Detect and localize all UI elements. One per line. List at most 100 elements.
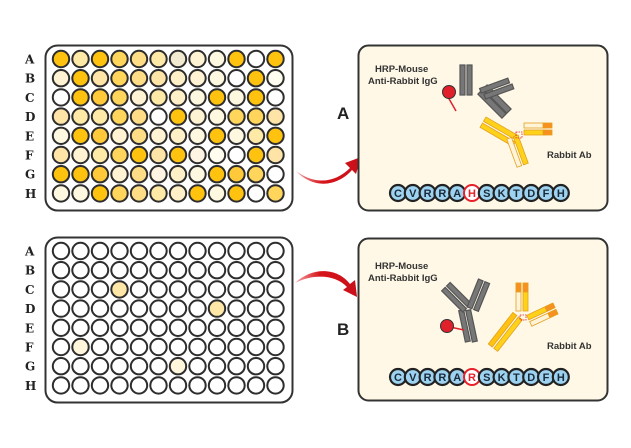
row-label: F (25, 149, 34, 163)
residue-bead: V (403, 367, 422, 387)
well (168, 376, 188, 395)
well (207, 49, 227, 69)
well (71, 357, 90, 376)
residue-bead: R (418, 367, 437, 387)
well (227, 88, 246, 107)
residue-bead: H (551, 367, 570, 387)
well (71, 165, 90, 184)
well (207, 280, 227, 299)
well (129, 337, 149, 357)
row-label: C (25, 91, 35, 105)
well (51, 280, 71, 299)
residue-bead: S (477, 183, 496, 203)
residue-letter: R (438, 372, 446, 384)
well (266, 69, 285, 88)
well (266, 376, 285, 395)
well (207, 337, 227, 357)
residue-letter: A (453, 372, 461, 384)
well (207, 318, 227, 337)
highlighted-residue: R (463, 368, 481, 386)
well (110, 261, 129, 280)
well (110, 165, 129, 184)
well (149, 165, 168, 184)
well (110, 126, 129, 146)
well (149, 69, 168, 88)
well (266, 49, 285, 69)
row-label: D (25, 110, 35, 124)
binding-panel-b: HRP-Mouse Anti-Rabbit IgG Rabbit Ab (357, 237, 609, 402)
well (168, 261, 188, 280)
well (90, 241, 110, 261)
row-label: B (25, 264, 35, 278)
well (51, 69, 71, 88)
well (90, 88, 110, 107)
well (227, 165, 246, 184)
well (168, 107, 188, 126)
well (110, 280, 129, 299)
well (71, 337, 90, 357)
well (90, 376, 110, 395)
row-label: H (25, 379, 36, 393)
well (129, 261, 149, 280)
well (129, 107, 149, 126)
residue-bead: K (492, 183, 511, 203)
well (110, 337, 129, 357)
row-label: F (25, 341, 34, 355)
well (129, 184, 149, 203)
well (266, 165, 285, 184)
residue-bead: T (507, 183, 526, 203)
well (51, 318, 71, 337)
well (188, 88, 207, 107)
well (207, 357, 227, 376)
residue-letter: K (498, 372, 506, 384)
well (51, 337, 71, 357)
well (71, 69, 90, 88)
well (227, 126, 246, 146)
well (149, 337, 168, 357)
well (266, 145, 285, 165)
curved-arrow-icon (295, 271, 357, 297)
well (246, 69, 266, 88)
well (207, 376, 227, 395)
well (71, 88, 90, 107)
well (266, 184, 285, 203)
residue-bead: V (403, 183, 422, 203)
row-label: G (25, 360, 35, 374)
well (90, 337, 110, 357)
residue-letter: T (513, 188, 520, 200)
residue-bead: F (536, 183, 556, 203)
well (227, 184, 246, 203)
binding-panel-a: HRP-Mouse Anti-Rabbit IgG Rabbit Ab (357, 44, 609, 212)
well (168, 88, 188, 107)
secondary-antibody-label-line2: Anti-Rabbit IgG (368, 273, 438, 284)
residue-bead: D (522, 367, 541, 387)
well (71, 318, 90, 337)
well (266, 357, 285, 376)
well (71, 49, 90, 69)
well (71, 107, 90, 126)
residue-bead: H (551, 183, 570, 203)
well (90, 261, 110, 280)
mouse-igg-icon (459, 64, 515, 120)
well (129, 280, 149, 299)
well (227, 49, 246, 69)
well (149, 241, 168, 261)
well (246, 145, 266, 165)
well (110, 357, 129, 376)
well (51, 88, 71, 107)
well (266, 126, 285, 146)
residue-bead: R (418, 183, 437, 203)
secondary-antibody-label-line1: HRP-Mouse (375, 64, 428, 75)
well (266, 299, 285, 318)
well (188, 261, 207, 280)
well (71, 299, 90, 318)
well (90, 49, 110, 69)
well (207, 88, 227, 107)
well (188, 376, 207, 395)
primary-antibody-label: Rabbit Ab (547, 341, 592, 352)
well (266, 241, 285, 261)
